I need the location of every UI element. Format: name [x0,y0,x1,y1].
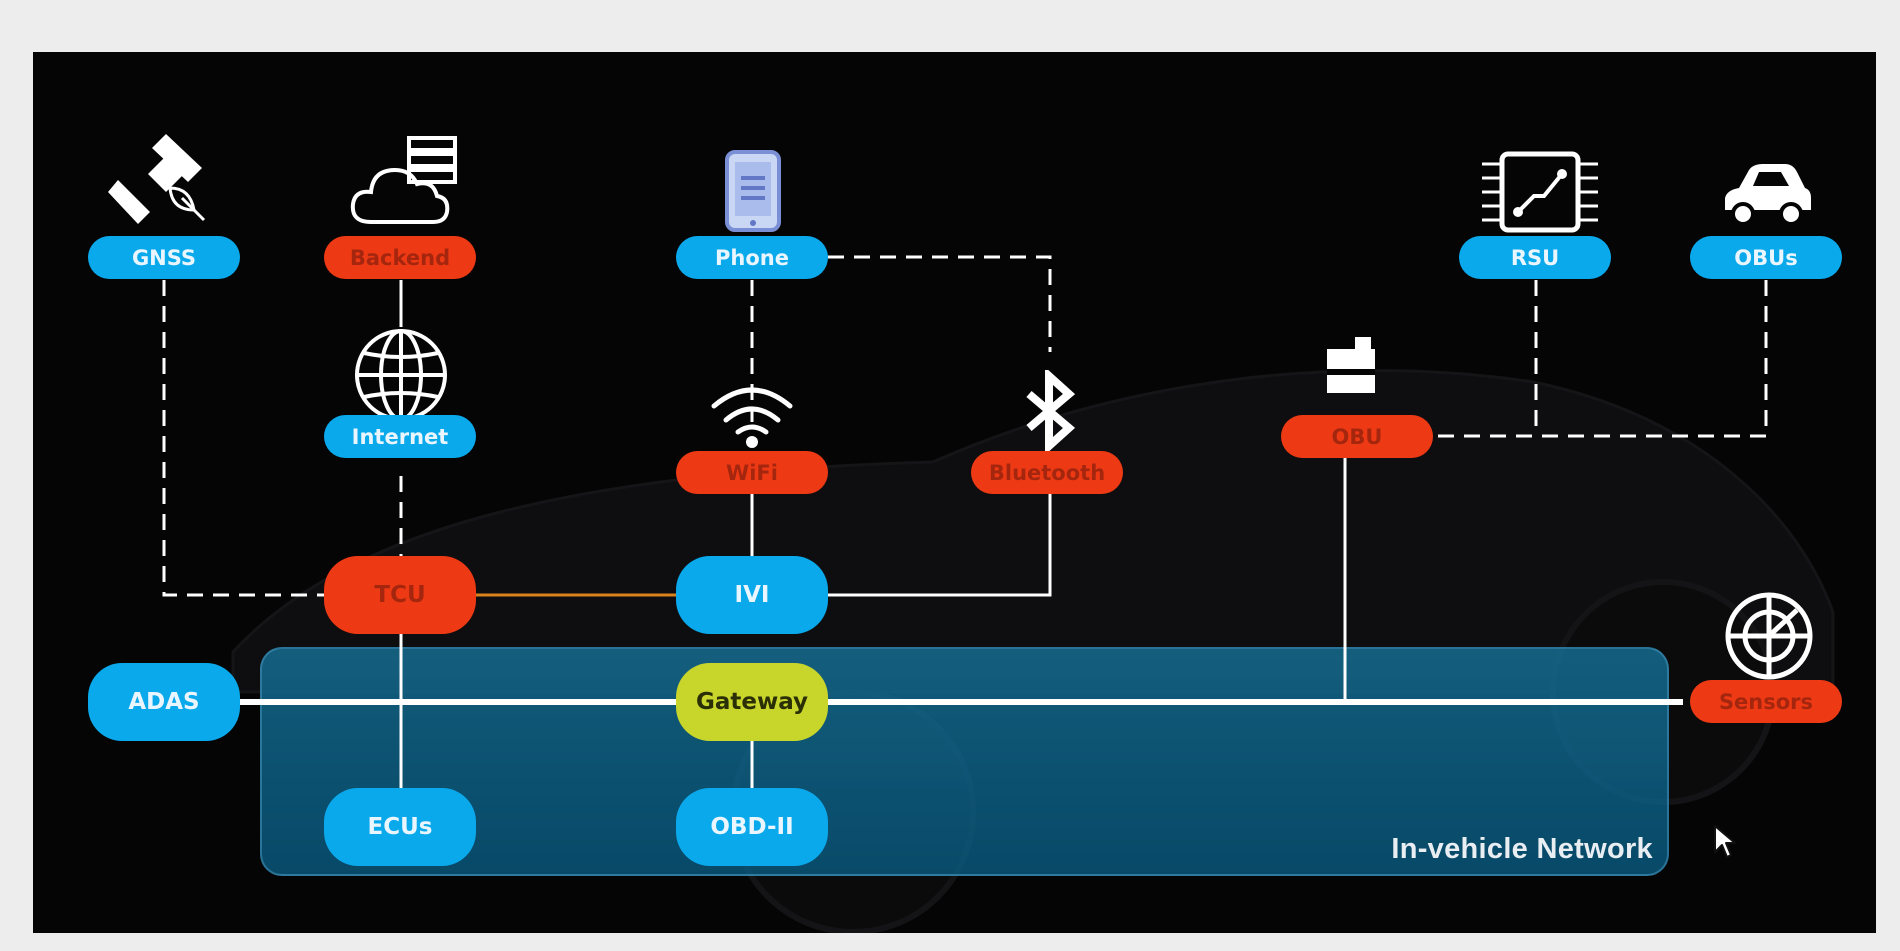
internet-node[interactable]: Internet [324,415,476,458]
satellite-icon [108,134,206,224]
sensors-node[interactable]: Sensors [1690,680,1842,723]
wifi-icon [711,387,793,448]
phone-bluetooth-link [828,255,1052,352]
backend-node[interactable]: Backend [324,236,476,279]
network-label: In-vehicle Network [1391,833,1653,865]
in-vehicle-network-panel: In-vehicle Network [260,647,1669,876]
smartphone-icon [725,150,781,232]
obu-device-icon [1327,337,1375,393]
wifi-node[interactable]: WiFi [676,451,828,494]
radar-icon [1725,592,1813,680]
mouse-cursor-icon [1714,825,1736,858]
bluetooth-icon [1026,370,1076,452]
bluetooth-ivi-link [828,488,1052,597]
ecus-node[interactable]: ECUs [324,788,476,866]
rsu-node[interactable]: RSU [1459,236,1611,279]
obd-ii-node[interactable]: OBD-II [676,788,828,866]
obu-node[interactable]: OBU [1281,415,1433,458]
connector-lines [162,255,1768,788]
gnss-tcu-link [162,280,329,597]
globe-icon [355,329,447,421]
ivi-node[interactable]: IVI [676,556,828,634]
gateway-node[interactable]: Gateway [676,663,828,741]
diagram-slide: In-vehicle Network [33,52,1876,933]
adas-node[interactable]: ADAS [88,663,240,741]
chip-icon [1482,151,1598,233]
gnss-node[interactable]: GNSS [88,236,240,279]
obus-obu-link [1425,280,1768,438]
obus-node[interactable]: OBUs [1690,236,1842,279]
car-icon [1725,164,1811,226]
cloud-server-icon [350,136,457,224]
tcu-node[interactable]: TCU [324,556,476,634]
bluetooth-node[interactable]: Bluetooth [971,451,1123,494]
phone-node[interactable]: Phone [676,236,828,279]
